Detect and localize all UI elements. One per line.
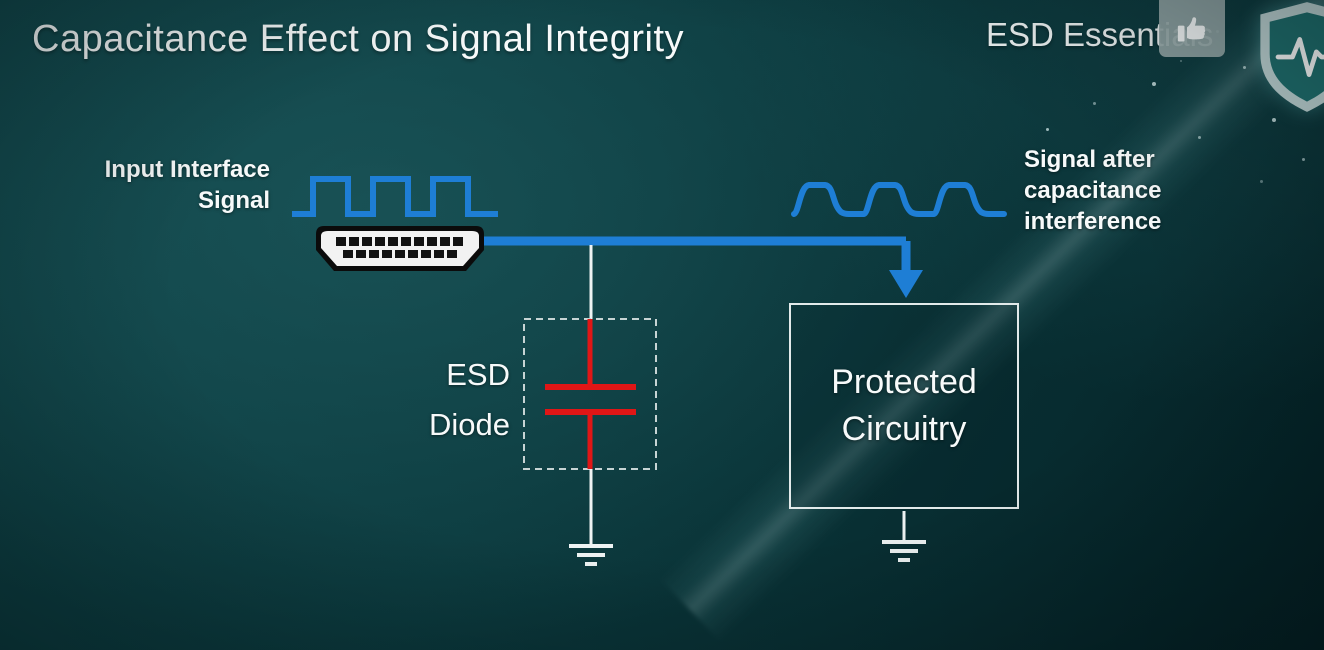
capacitor-symbol — [545, 319, 636, 469]
input-signal-label: Input Interface Signal — [60, 154, 270, 216]
protected-box-line1: Protected — [831, 363, 977, 401]
thumbs-up-icon — [1177, 16, 1206, 41]
esd-diode-label-line1: ESD — [446, 357, 510, 392]
hdmi-connector-icon — [316, 226, 484, 271]
like-badge — [1159, 0, 1225, 57]
input-signal-label-line1: Input Interface — [104, 156, 270, 183]
page-title: Capacitance Effect on Signal Integrity — [32, 18, 685, 60]
ground-symbol — [882, 540, 926, 562]
esd-diode-label-line2: Diode — [429, 407, 510, 442]
output-signal-label-line1: Signal after — [1024, 146, 1155, 173]
esd-diode-label: ESD Diode — [330, 350, 510, 450]
protected-circuitry-box: Protected Circuitry — [789, 303, 1019, 509]
distorted-wave — [791, 182, 1007, 217]
arrow-down-icon — [889, 270, 923, 298]
clean-square-wave — [292, 176, 498, 217]
output-signal-label-line2: capacitance — [1024, 177, 1162, 204]
output-signal-label: Signal after capacitance interference — [1024, 144, 1244, 237]
output-signal-label-line3: interference — [1024, 208, 1162, 235]
ground-symbol — [569, 544, 613, 566]
input-signal-label-line2: Signal — [197, 187, 270, 214]
shield-pulse-icon — [1260, 2, 1324, 112]
protected-box-line2: Circuitry — [841, 410, 967, 448]
